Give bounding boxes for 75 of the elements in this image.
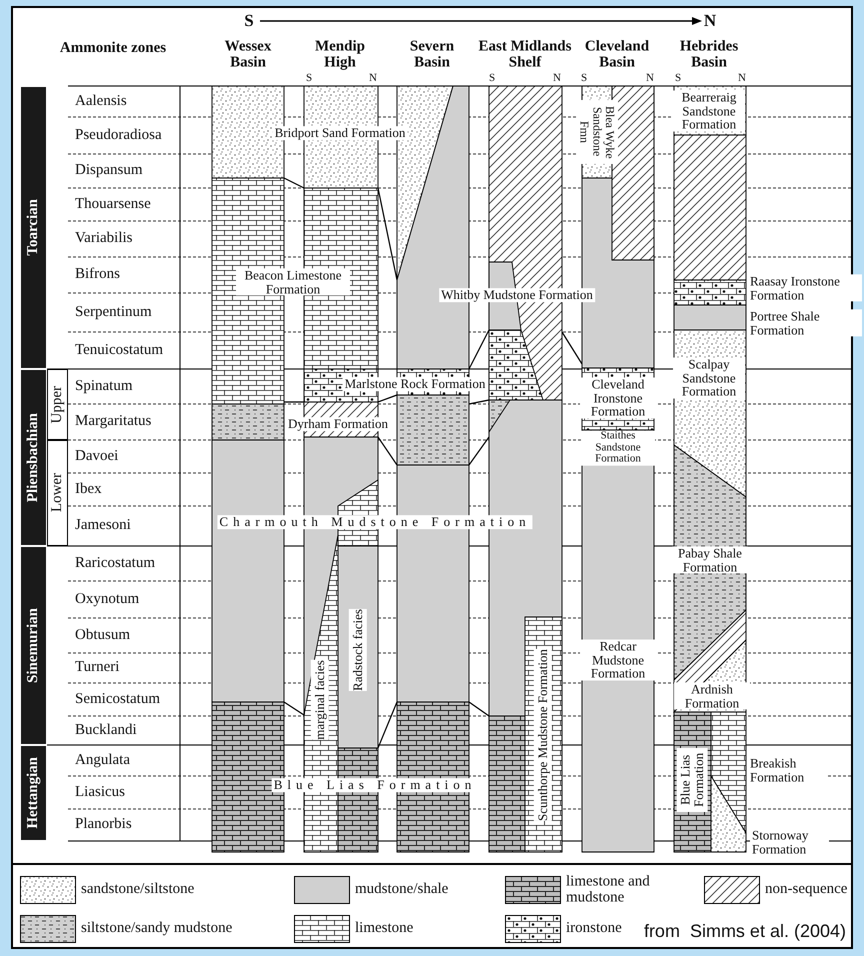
formation-label: Stornoway Formation [750,828,829,856]
column-header: Cleveland Basin [584,39,650,71]
compass-letter: S [244,12,254,30]
zone-name: Oxynotum [75,592,140,608]
zone-name: Pseudoradiosa [75,128,162,144]
source-caption: from Simms et al. (2004) [644,921,846,942]
legend-label: non-sequence [765,882,848,898]
zone-name: Obtusum [75,628,130,644]
formation-label: marginal facies [311,660,329,740]
formation-label: Staithes Sandstone Formation [581,430,655,466]
formation-label: Ardnish Formation [674,682,750,710]
formation-label: Whitby Mudstone Formation [439,288,595,302]
zone-name: Ibex [75,482,102,498]
formation-label: Blea Wyke Sandstone Fmn [576,100,618,164]
formation-label: Bridport Sand Formation [272,126,408,140]
compass-letter: N [369,73,377,85]
zone-name: Planorbis [75,817,132,833]
formation-label: Cleveland Ironstone Formation [580,378,656,418]
formation-label: Dyrham Formation [286,417,390,431]
column-header: Mendip High [314,39,366,71]
substage-box: Lower [47,440,68,546]
column-header: East Midlands Shelf [478,39,572,71]
zone-name: Spinatum [75,378,133,394]
compass-letter: S [488,73,496,85]
legend-label: mudstone/shale [355,882,448,898]
stage-bar: Toarcian [20,86,47,369]
compass-letter: S [580,73,588,85]
zone-name: Serpentinum [75,304,152,320]
stage-bar: Pliensbachian [20,369,47,546]
zone-name: Bifrons [75,267,120,283]
zone-name: Jamesoni [75,518,131,534]
legend-label: sandstone/siltstone [81,882,194,898]
formation-label: Radstock facies [349,609,367,691]
compass-letter: N [704,12,716,30]
stage-bar: Sinemurian [20,546,47,745]
substage-box: Upper [47,369,68,440]
formation-label: Scunthorpe Mudstone Formation [534,649,552,821]
formation-label: Portree Shale Formation [748,309,862,337]
column-header: Wessex Basin [224,39,272,71]
zone-name: Dispansum [75,163,142,179]
formation-label: Raasay Ironstone Formation [748,274,862,302]
zone-name: Aalensis [75,94,127,110]
zone-name: Tenuicostatum [75,342,164,358]
formation-label: Bearreraig Sandstone Formation [673,90,745,132]
zone-name: Variabilis [75,231,132,247]
formation-label: Redcar Mudstone Formation [580,640,656,680]
zone-name: Turneri [75,660,120,676]
compass-letter: S [674,73,682,85]
column-header: Severn Basin [408,39,456,71]
zone-name: Raricostatum [75,556,155,572]
compass-letter: N [738,73,746,85]
formation-label: Blue Lias Formation [676,748,708,812]
compass-letter: S [306,73,312,85]
formation-label: Charmouth Mudstone Formation [217,515,533,529]
compass-letter: N [553,73,561,85]
zone-name: Angulata [75,752,130,768]
formation-label: Breakish Formation [748,756,827,784]
formation-label: Pabay Shale Formation [672,546,748,574]
formation-label: Scalpay Sandstone Formation [673,358,745,398]
zone-name: Margaritatus [75,414,152,430]
stage-bar: Hettangian [20,745,47,841]
column-header: Hebrides Basin [678,39,740,71]
column-header: Ammonite zones [58,41,168,57]
formation-label: Marlstone Rock Formation [342,377,488,391]
compass-letter: N [646,73,654,85]
legend-label: siltstone/sandy mudstone [81,921,232,937]
zone-name: Davoei [75,448,118,464]
zone-name: Liasicus [75,784,125,800]
zone-name: Thouarsense [75,196,151,212]
formation-label: Beacon Limestone Formation [236,268,350,296]
legend-label: limestone [355,921,414,937]
zone-name: Semicostatum [75,692,160,708]
legend-label: ironstone [566,921,622,937]
legend-label: limestone and mudstone [566,874,651,906]
zone-name: Bucklandi [75,722,137,738]
